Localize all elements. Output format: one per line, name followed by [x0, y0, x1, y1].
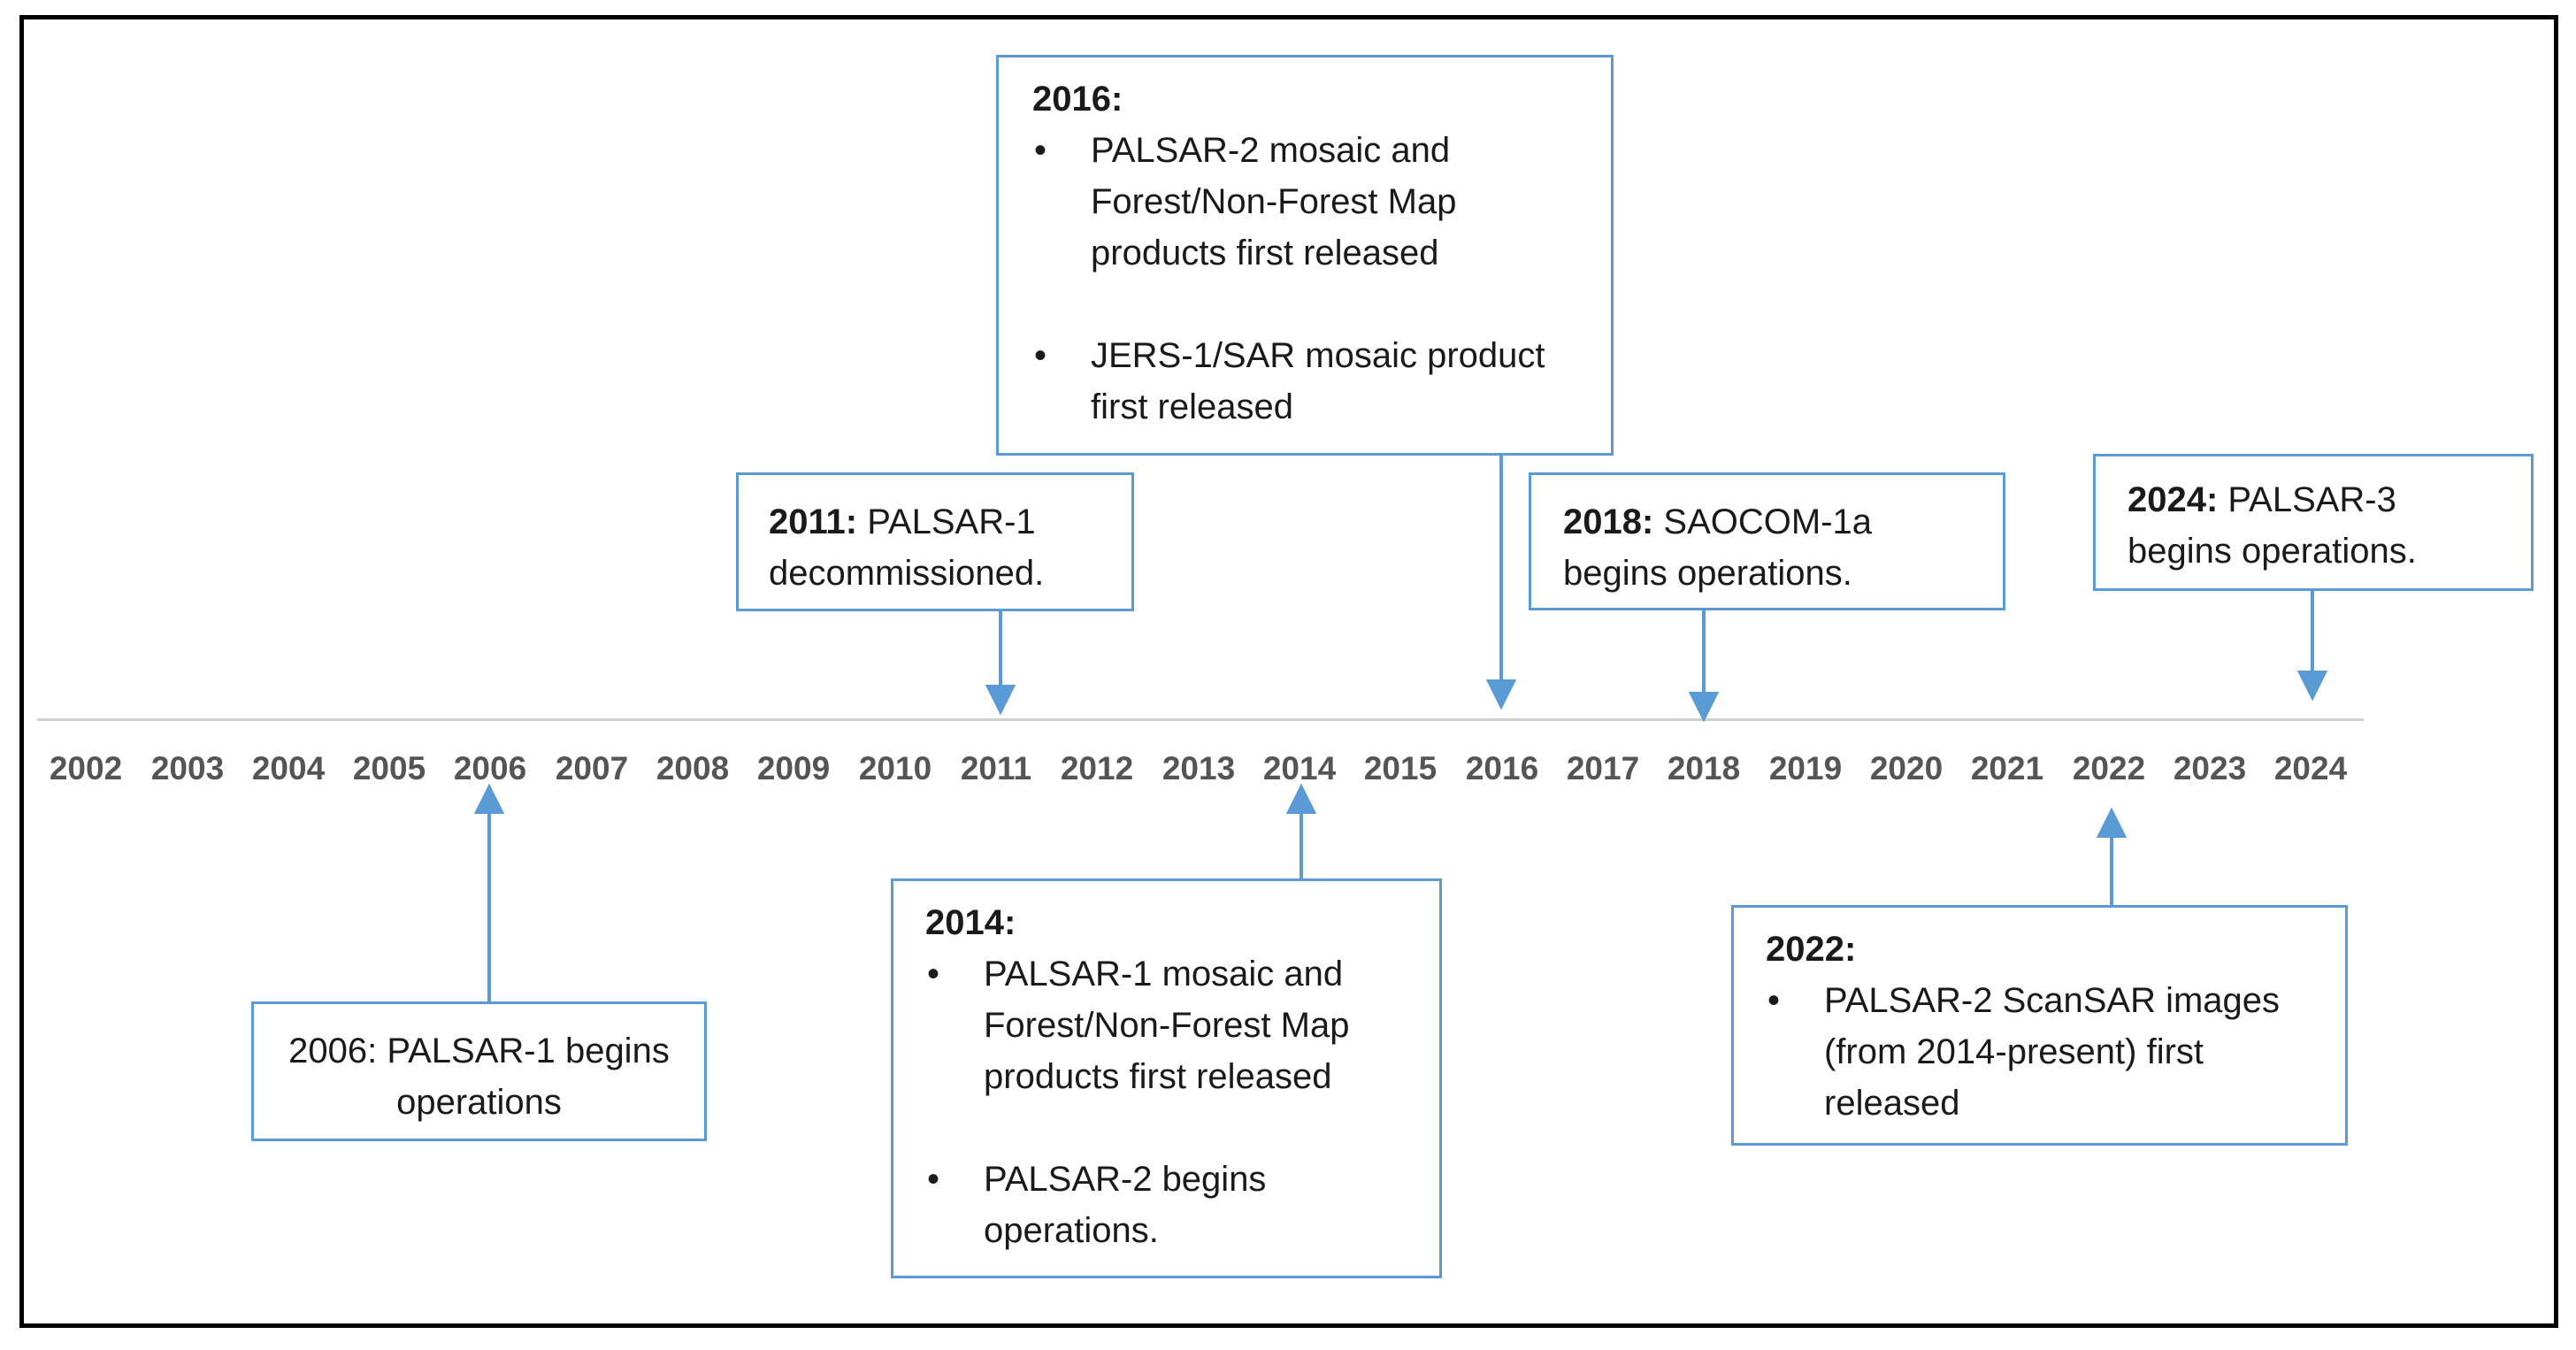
year-label: 2013	[1162, 750, 1236, 786]
arrowhead-2024	[2296, 671, 2328, 702]
year-label: 2007	[555, 750, 629, 786]
year-label: 2015	[1363, 750, 1438, 786]
event-bullet: •PALSAR-2 mosaic and Forest/Non-Forest M…	[1032, 125, 1577, 279]
event-box-2011: 2011: PALSAR-1 decommissioned.	[736, 472, 1134, 611]
year-label: 2005	[352, 750, 426, 786]
year-label: 2012	[1060, 750, 1134, 786]
bullet-icon: •	[1034, 336, 1047, 375]
event-box-2006: 2006: PALSAR-1 begins operations	[251, 1001, 707, 1141]
timeline-axis	[37, 718, 2364, 721]
year-label: 2022	[2072, 750, 2146, 786]
year-label: 2014	[1262, 750, 1337, 786]
event-year: 2011:	[769, 502, 858, 541]
event-box-2018: 2018: SAOCOM-1a begins operations.	[1529, 472, 2005, 610]
year-label: 2019	[1768, 750, 1843, 786]
event-box-2024: 2024: PALSAR-3 begins operations.	[2093, 454, 2534, 591]
event-text: 2006: PALSAR-1 begins operations	[288, 1032, 670, 1122]
year-label: 2002	[49, 750, 123, 786]
year-label: 2017	[1566, 750, 1640, 786]
year-label: 2006	[453, 750, 527, 786]
year-label: 2004	[251, 750, 326, 786]
event-year: 2022:	[1766, 930, 1857, 969]
event-bullet: •PALSAR-2 ScanSAR images (from 2014-pres…	[1766, 975, 2313, 1129]
year-label: 2024	[2273, 750, 2348, 786]
arrowhead-2014	[1285, 783, 1317, 814]
year-label: 2010	[858, 750, 932, 786]
event-box-2022: 2022: •PALSAR-2 ScanSAR images (from 201…	[1731, 905, 2348, 1146]
event-year: 2016:	[1032, 80, 1123, 119]
arrowhead-2016	[1485, 679, 1517, 710]
event-text: SAOCOM-1a begins operations.	[1563, 502, 1873, 593]
year-label: 2018	[1667, 750, 1741, 786]
event-box-2016: 2016: •PALSAR-2 mosaic and Forest/Non-Fo…	[996, 55, 1614, 456]
event-year: 2014:	[925, 903, 1016, 942]
arrowhead-2011	[985, 685, 1016, 716]
year-label: 2023	[2173, 750, 2247, 786]
event-box-2014: 2014: •PALSAR-1 mosaic and Forest/Non-Fo…	[891, 878, 1442, 1278]
year-label: 2021	[1970, 750, 2044, 786]
bullet-icon: •	[1767, 981, 1781, 1020]
event-bullet: •JERS-1/SAR mosaic product first release…	[1032, 330, 1577, 433]
event-text: PALSAR-3 begins operations.	[2128, 480, 2417, 571]
event-bullet-list: •PALSAR-2 mosaic and Forest/Non-Forest M…	[1032, 125, 1577, 433]
diagram-frame	[19, 15, 2558, 1328]
year-label: 2011	[960, 750, 1032, 786]
year-label: 2008	[656, 750, 730, 786]
bullet-icon: •	[927, 955, 940, 993]
year-label: 2016	[1465, 750, 1539, 786]
year-label: 2020	[1869, 750, 1944, 786]
arrowhead-2018	[1688, 692, 1720, 723]
event-bullet-list: •PALSAR-2 ScanSAR images (from 2014-pres…	[1766, 975, 2313, 1129]
event-bullet: •PALSAR-2 begins operations.	[925, 1154, 1407, 1256]
event-bullet: •PALSAR-1 mosaic and Forest/Non-Forest M…	[925, 948, 1407, 1102]
bullet-icon: •	[1034, 131, 1047, 170]
event-year: 2024:	[2128, 480, 2219, 519]
year-label: 2009	[756, 750, 831, 786]
event-bullet-list: •PALSAR-1 mosaic and Forest/Non-Forest M…	[925, 948, 1407, 1256]
arrowhead-2022	[2096, 807, 2128, 838]
arrowhead-2006	[473, 783, 505, 814]
event-text: PALSAR-1 decommissioned.	[769, 502, 1045, 593]
event-year: 2018:	[1563, 502, 1654, 541]
year-label: 2003	[150, 750, 225, 786]
bullet-icon: •	[927, 1160, 940, 1199]
